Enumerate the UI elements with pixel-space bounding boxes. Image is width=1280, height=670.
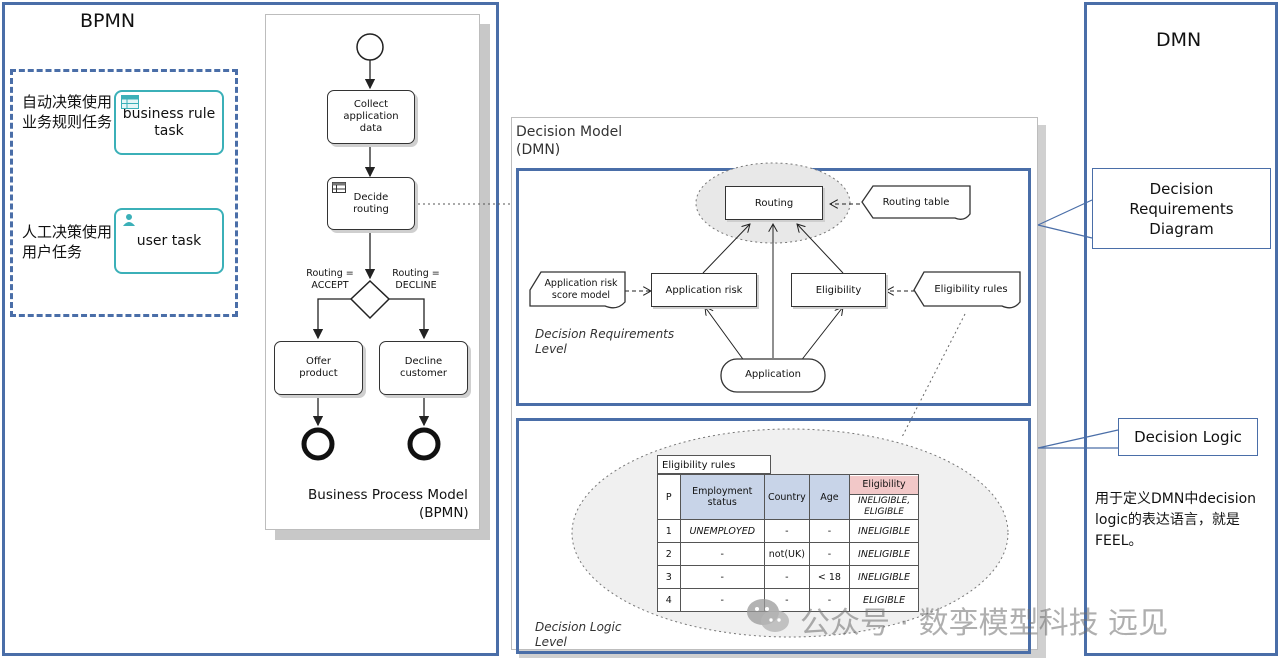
table-row: 1 UNEMPLOYED - - INELIGIBLE: [657, 519, 919, 543]
user-icon: [123, 214, 135, 226]
table-row: 4 - - - ELIGIBLE: [657, 588, 919, 612]
dmn-frame: [1084, 2, 1278, 656]
rule-result: INELIGIBLE: [849, 519, 919, 543]
rule-age: -: [808, 542, 851, 566]
eligibility-rules-label: Eligibility rules: [934, 284, 1008, 295]
rule-employment: -: [679, 542, 765, 566]
drd-callout: Decision Requirements Diagram: [1092, 168, 1271, 249]
logic-level-line1: Decision Logic: [535, 620, 622, 634]
decision-logic-callout: Decision Logic: [1118, 418, 1258, 456]
rule-country: not(UK): [763, 542, 810, 566]
header-eligibility-values: INELIGIBLE, ELIGIBLE: [857, 495, 911, 517]
eligibility-decision-table: P Employment status Country Age Eligibil…: [657, 474, 919, 612]
eligibility-rules-shape: [913, 271, 1021, 309]
decide-routing-label: Decide routing: [353, 191, 389, 215]
header-age: Age: [808, 474, 851, 520]
dmn-title: DMN: [1156, 29, 1202, 51]
wechat-icon: [745, 596, 791, 636]
end-event-offer: [301, 427, 335, 461]
user-task-label: user task: [136, 232, 202, 249]
business-rule-desc: 自动决策使用业务规则任务: [22, 93, 113, 131]
rule-result: INELIGIBLE: [849, 542, 919, 566]
rule-number: 2: [657, 542, 681, 566]
task-decide-routing: Decide routing: [327, 177, 415, 230]
rule-result: ELIGIBLE: [849, 588, 919, 612]
bpmn-title: BPMN: [80, 10, 136, 32]
accept-condition: Routing = ACCEPT: [306, 268, 354, 291]
rule-employment: UNEMPLOYED: [679, 519, 765, 543]
table-row: 2 - not(UK) - INELIGIBLE: [657, 542, 919, 566]
rule-number: 4: [657, 588, 681, 612]
business-rule-task-legend: business rule task: [114, 90, 224, 155]
decline-condition: Routing = DECLINE: [392, 268, 440, 291]
rule-result: INELIGIBLE: [849, 565, 919, 589]
header-eligibility: Eligibility: [850, 475, 918, 495]
task-offer-product: Offer product: [274, 341, 363, 395]
dmn-model-title-line2: (DMN): [516, 142, 561, 158]
user-task-legend: user task: [114, 208, 224, 274]
rule-employment: -: [679, 565, 765, 589]
user-desc: 人工决策使用用户任务: [22, 223, 113, 261]
bpmn-caption-line2: (BPMN): [419, 505, 469, 521]
table-header-row: P Employment status Country Age Eligibil…: [657, 474, 919, 520]
decision-logic-frame: [516, 418, 1031, 654]
bpmn-caption-line1: Business Process Model: [308, 487, 468, 503]
exclusive-gateway: [349, 279, 391, 320]
business-rule-task-label: business rule task: [122, 105, 216, 139]
decision-application-risk: Application risk: [651, 273, 757, 307]
bpmn-frame: [2, 2, 499, 656]
app-risk-model-label: Application risk score model: [544, 278, 618, 301]
decision-routing: Routing: [725, 186, 823, 220]
application-input-shape: [720, 358, 826, 393]
header-country: Country: [763, 474, 810, 520]
watermark-text: 公众号 · 数孪模型科技 远见: [800, 606, 1169, 641]
task-decline-customer: Decline customer: [379, 341, 468, 395]
logic-level-line2: Level: [535, 635, 567, 649]
decision-eligibility: Eligibility: [791, 273, 886, 307]
task-collect-application-data: Collect application data: [327, 90, 415, 144]
rule-number: 3: [657, 565, 681, 589]
drd-level-line1: Decision Requirements: [535, 327, 675, 341]
header-eligibility-cell: Eligibility INELIGIBLE, ELIGIBLE: [849, 474, 919, 520]
legend-box: [10, 69, 238, 317]
rule-age: < 18: [808, 565, 851, 589]
rule-country: -: [763, 565, 810, 589]
header-p: P: [657, 474, 681, 520]
table-icon: [121, 95, 139, 109]
rule-number: 1: [657, 519, 681, 543]
app-risk-model-shape: [529, 271, 626, 309]
header-employment: Employment status: [679, 474, 765, 520]
rule-country: -: [763, 519, 810, 543]
table-icon: [332, 182, 346, 193]
drd-level-line2: Level: [535, 342, 567, 356]
routing-table-shape: [861, 185, 971, 220]
logic-table-title: Eligibility rules: [657, 455, 771, 474]
routing-table-label: Routing table: [882, 197, 950, 208]
rule-age: -: [808, 519, 851, 543]
feel-note: 用于定义DMN中decision logic的表达语言，就是FEEL。: [1095, 491, 1257, 549]
dmn-model-title-line1: Decision Model: [516, 124, 623, 140]
end-event-decline: [407, 427, 441, 461]
application-input-label: Application: [745, 369, 801, 380]
rule-age: -: [808, 588, 851, 612]
table-row: 3 - - < 18 INELIGIBLE: [657, 565, 919, 589]
